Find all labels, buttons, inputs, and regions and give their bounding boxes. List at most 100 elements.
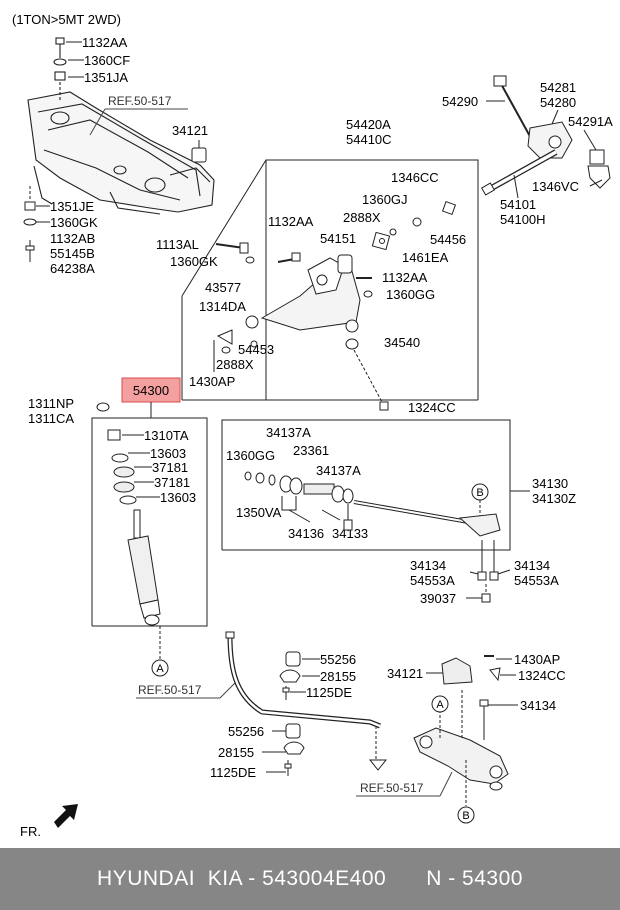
- label-54291A: 54291A: [568, 114, 613, 129]
- label-1324CC-low: 1324CC: [518, 668, 566, 683]
- label-54553A-right: 54553A: [514, 573, 559, 588]
- anchor-arm-illustration: [493, 75, 611, 189]
- label-1314DA: 1314DA: [199, 299, 246, 314]
- label-28155-a: 28155: [320, 669, 356, 684]
- label-28155-b: 28155: [218, 745, 254, 760]
- front-direction-label: FR.: [20, 824, 41, 839]
- label-54290: 54290: [442, 94, 478, 109]
- ref-label-lower-arm: REF.50-517: [360, 781, 424, 795]
- label-34540: 34540: [384, 335, 420, 350]
- callout-b-arm: B: [462, 810, 469, 822]
- callout-a-shock: A: [156, 663, 164, 675]
- label-37181-b: 37181: [154, 475, 190, 490]
- label-2888X-a: 2888X: [343, 210, 381, 225]
- label-54100H: 54100H: [500, 212, 546, 227]
- label-1360GK-mid: 1360GK: [170, 254, 218, 269]
- label-1132AB: 1132AB: [50, 231, 95, 246]
- callout-circle-a-shock: [151, 659, 169, 677]
- stabilizer-bushing-lower: [283, 723, 305, 776]
- label-1351JA: 1351JA: [84, 70, 128, 85]
- label-54151: 54151: [320, 231, 356, 246]
- front-arrow-icon: [54, 804, 78, 828]
- label-54420A: 54420A: [346, 117, 391, 132]
- label-34137A-b: 34137A: [316, 463, 361, 478]
- label-54553A-left: 54553A: [410, 573, 455, 588]
- label-54456: 54456: [430, 232, 466, 247]
- label-54410C: 54410C: [346, 132, 392, 147]
- label-1346CC: 1346CC: [391, 170, 439, 185]
- label-1324CC-mid: 1324CC: [408, 400, 456, 415]
- footer-brand-part: HYUNDAI KIA - 543004E400: [97, 867, 387, 890]
- label-39037: 39037: [420, 591, 456, 606]
- label-2888X-b: 2888X: [216, 357, 254, 372]
- ref-label-frame: REF.50-517: [108, 94, 172, 108]
- nut-1311NP: [96, 402, 110, 412]
- label-1125DE-a: 1125DE: [306, 685, 352, 700]
- label-13603-a: 13603: [150, 446, 186, 461]
- label-55256-b: 55256: [228, 724, 264, 739]
- label-13603-b: 13603: [160, 490, 196, 505]
- part-number-footer: HYUNDAI KIA - 543004E400 N - 54300: [0, 848, 620, 910]
- label-34137A-a: 34137A: [266, 425, 311, 440]
- left-bolt-stack: [23, 186, 37, 262]
- label-1132AA-top: 1132AA: [82, 35, 128, 50]
- label-1360GJ: 1360GJ: [362, 192, 408, 207]
- footer-item-number: N - 54300: [426, 867, 523, 890]
- shock-absorber-illustration: [107, 429, 161, 626]
- bump-stop-top: [191, 140, 207, 163]
- label-1351JE: 1351JE: [50, 199, 94, 214]
- label-34134-right: 34134: [514, 558, 550, 573]
- label-1310TA: 1310TA: [144, 428, 189, 443]
- exploded-parts-diagram: (1TON>5MT 2WD) 1132AA 1360CF 1351JA REF.…: [12, 12, 613, 839]
- label-1360GG-right: 1360GG: [386, 287, 435, 302]
- label-1132AA-mid: 1132AA: [268, 214, 314, 229]
- upper-control-arm-illustration: [213, 200, 457, 411]
- stabilizer-bar-illustration: [225, 631, 388, 771]
- label-55145B: 55145B: [50, 246, 95, 261]
- label-1430AP-low: 1430AP: [514, 652, 560, 667]
- label-1311CA: 1311CA: [28, 411, 74, 426]
- callout-circle-a-arm: [431, 695, 449, 713]
- label-1350VA: 1350VA: [236, 505, 282, 520]
- label-34134-left: 34134: [410, 558, 446, 573]
- label-37181-a: 37181: [152, 460, 188, 475]
- stabilizer-bushing-upper: [279, 651, 301, 700]
- callout-a-arm: A: [436, 699, 444, 711]
- strut-bar-illustration: [244, 471, 501, 537]
- torsion-bar-illustration: [480, 149, 558, 196]
- label-34136: 34136: [288, 526, 324, 541]
- label-54101: 54101: [500, 197, 536, 212]
- label-34130Z: 34130Z: [532, 491, 576, 506]
- label-55256-a: 55256: [320, 652, 356, 667]
- callout-b-strut: B: [476, 487, 483, 499]
- label-1113AL: 1113AL: [156, 237, 199, 252]
- label-43577: 43577: [205, 280, 241, 295]
- label-54281: 54281: [540, 80, 576, 95]
- label-1360GG-left: 1360GG: [226, 448, 275, 463]
- label-1461EA: 1461EA: [402, 250, 449, 265]
- strut-mount-bolts: [477, 540, 499, 603]
- label-34133: 34133: [332, 526, 368, 541]
- label-34134-low: 34134: [520, 698, 556, 713]
- label-64238A: 64238A: [50, 261, 95, 276]
- label-1125DE-b: 1125DE: [210, 765, 256, 780]
- label-1132AA-right: 1132AA: [382, 270, 428, 285]
- label-1311NP: 1311NP: [28, 396, 74, 411]
- label-34121-low: 34121: [387, 666, 423, 681]
- label-1360CF: 1360CF: [84, 53, 130, 68]
- label-34130: 34130: [532, 476, 568, 491]
- ref-label-shock: REF.50-517: [138, 683, 202, 697]
- crossmember-illustration: [27, 91, 215, 215]
- label-54280: 54280: [540, 95, 576, 110]
- label-1360GK-left: 1360GK: [50, 215, 98, 230]
- label-54300-highlighted: 54300: [133, 383, 169, 398]
- label-23361: 23361: [293, 443, 329, 458]
- lower-control-arm-illustration: [413, 655, 509, 806]
- label-54453: 54453: [238, 342, 274, 357]
- label-34121-top: 34121: [172, 123, 208, 138]
- variant-title: (1TON>5MT 2WD): [12, 12, 121, 27]
- top-bolt-stack: [53, 37, 67, 100]
- callout-circle-b-arm: [457, 806, 475, 824]
- label-1346VC: 1346VC: [532, 179, 579, 194]
- label-1430AP-mid: 1430AP: [189, 374, 235, 389]
